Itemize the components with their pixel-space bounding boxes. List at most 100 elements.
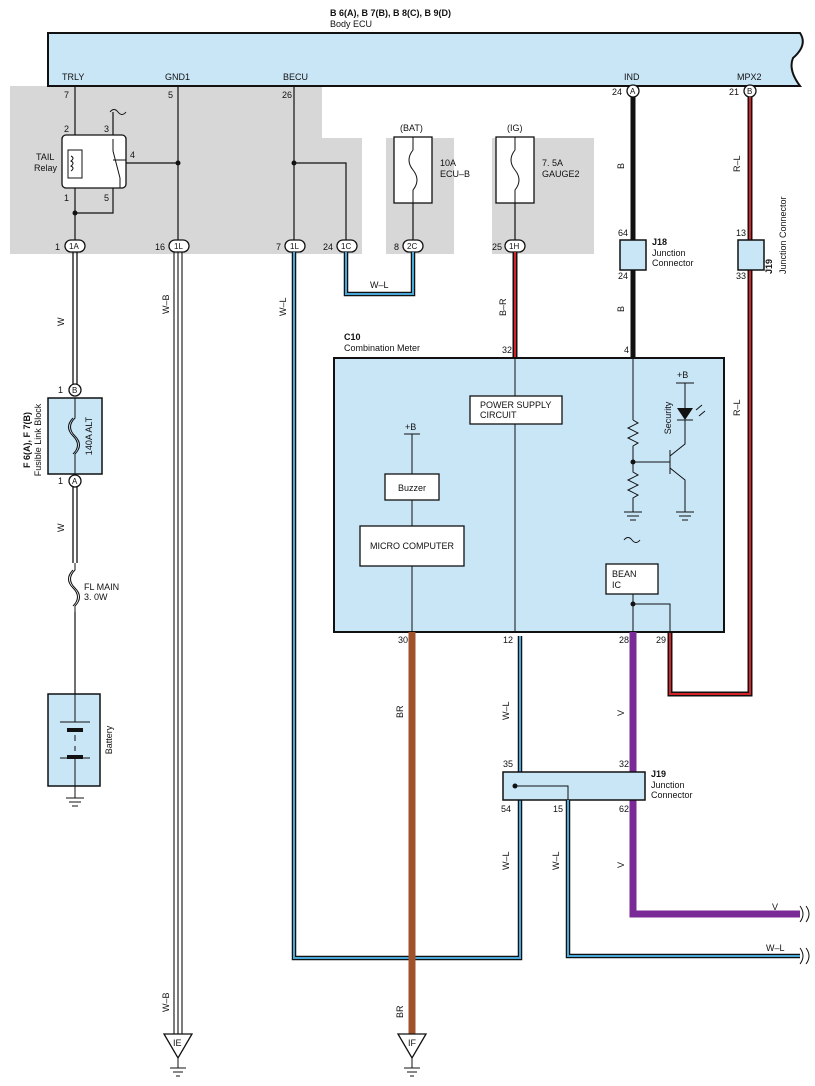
j19-side-connector — [737, 239, 765, 271]
wire-label-rl1: R–L — [732, 155, 742, 172]
meter-plus-b: +B — [405, 422, 416, 432]
relay-coil-icon — [67, 149, 83, 179]
j19-side-name: Junction Connector — [778, 196, 788, 274]
fl-b-connector-label: B — [72, 386, 77, 395]
ind-connector-label: A — [630, 87, 636, 96]
wire-label-wl-loop: W–L — [370, 280, 389, 290]
plus-b2-bar — [676, 382, 694, 408]
connector-1l-gnd — [168, 239, 190, 253]
j19-name2: Connector — [651, 790, 693, 800]
connector-1l-gnd-label: 1L — [174, 242, 183, 251]
power-supply-box — [469, 395, 563, 425]
relay-pin-1: 1 — [64, 193, 69, 203]
fl-main-fuse-icon — [68, 563, 80, 612]
buzzer-label: Buzzer — [398, 483, 426, 493]
power-supply-label-1: POWER SUPPLY — [480, 400, 551, 410]
pin-c1a: 1 — [55, 242, 60, 252]
security-led-bar — [677, 404, 706, 430]
wire-label-v1: V — [616, 710, 626, 716]
j19-code: J19 — [651, 769, 666, 779]
pin-mpx2: 21 — [729, 87, 739, 97]
bean-tilde-icon — [623, 537, 641, 543]
junction-dot — [175, 160, 181, 166]
junction-dot — [291, 160, 297, 166]
ground-ie-icon — [170, 1058, 186, 1077]
pin-j19-54: 54 — [501, 804, 511, 814]
battery-cell-icon — [67, 728, 83, 732]
pin-j18-in: 64 — [618, 228, 628, 238]
pin-meter-29: 29 — [656, 635, 666, 645]
fl-main-name: FL MAIN — [84, 582, 119, 592]
body-ecu-box — [47, 32, 804, 87]
ig-source: (IG) — [507, 123, 523, 133]
j19-side-code: J19 — [764, 259, 774, 274]
ecu-header: B 6(A), B 7(B), B 8(C), B 9(D) — [330, 8, 451, 18]
junction-dot — [72, 210, 78, 216]
tail-relay-box — [61, 134, 127, 189]
wire-violet — [629, 632, 800, 918]
pin-c2c: 8 — [394, 242, 399, 252]
pin-meter-12: 12 — [503, 635, 513, 645]
relay-pin-3: 3 — [104, 124, 109, 134]
fusible-link-code: F 6(A), F 7(B) — [22, 412, 32, 468]
wire-label-wl-out: W–L — [766, 943, 785, 953]
wire-label-w1: W — [56, 317, 66, 326]
bean-label-2: IC — [612, 580, 622, 590]
transistor-icon — [633, 430, 686, 512]
buzzer-box — [384, 473, 440, 501]
wire-label-brown2: BR — [395, 1005, 405, 1018]
ig-fuse-rating: 7. 5A — [542, 158, 563, 168]
plus-b-bar — [404, 433, 420, 474]
pin-meter-4: 4 — [624, 345, 629, 355]
battery-ground-icon — [66, 786, 84, 807]
connector-1l-becu-label: 1L — [290, 242, 299, 251]
ecu-terminal-becu: BECU — [283, 72, 308, 82]
connector-1a-label: 1A — [69, 242, 79, 251]
ground-ie — [162, 1033, 194, 1060]
ecu-terminal-ind: IND — [624, 72, 640, 82]
relay-pin-2: 2 — [64, 124, 69, 134]
wire-label-v2: V — [616, 862, 626, 868]
battery-box — [47, 693, 101, 787]
security-label: Security — [663, 401, 673, 434]
connector-1c-label: 1C — [341, 242, 351, 251]
pin-ind: 24 — [612, 87, 622, 97]
junction-dot — [512, 783, 518, 789]
mpx2-connector-label: B — [747, 87, 752, 96]
relay-tilde-icon — [109, 109, 127, 115]
pin-j18-out: 24 — [618, 271, 628, 281]
battery-name: Battery — [104, 725, 114, 754]
pin-c1h: 25 — [492, 242, 502, 252]
wire-break-icon — [799, 947, 810, 965]
ground-if-label: IF — [408, 1038, 417, 1048]
relay-coil-winding — [70, 155, 74, 172]
wire-wb — [173, 252, 183, 1034]
pin-fl-a: 1 — [58, 476, 63, 486]
resistor-lower-icon — [626, 462, 640, 512]
pin-j19a-in: 13 — [736, 228, 746, 238]
ig-fuse-icon — [510, 137, 520, 203]
junction-dot — [630, 601, 636, 607]
ecu-terminal-gnd1: GND1 — [165, 72, 190, 82]
ground-if — [396, 1033, 428, 1060]
j18-connector — [619, 239, 647, 271]
wire-label-b1: B — [616, 163, 626, 169]
pin-j19a-out: 33 — [736, 271, 746, 281]
fl-a-connector — [68, 474, 82, 488]
bat-fuse-rating: 10A — [440, 158, 456, 168]
bean-label-1: BEAN — [612, 569, 637, 579]
wire-label-wl2: W–L — [501, 701, 511, 720]
wire-wl-out-inner — [567, 800, 800, 957]
ground-if-icon — [404, 1058, 420, 1077]
power-supply-label-2: CIRCUIT — [480, 410, 517, 420]
relay-name: TAIL — [36, 152, 54, 162]
bat-source: (BAT) — [400, 123, 423, 133]
ecu-terminal-trly: TRLY — [62, 72, 84, 82]
pin-c1l-gnd: 16 — [155, 242, 165, 252]
j18-code: J18 — [652, 237, 667, 247]
bat-fuse-icon — [408, 137, 418, 203]
pin-fl-b: 1 — [58, 385, 63, 395]
wire-label-wl3: W–L — [501, 851, 511, 870]
pin-gnd1: 5 — [168, 90, 173, 100]
bean-ic-box — [605, 563, 659, 595]
